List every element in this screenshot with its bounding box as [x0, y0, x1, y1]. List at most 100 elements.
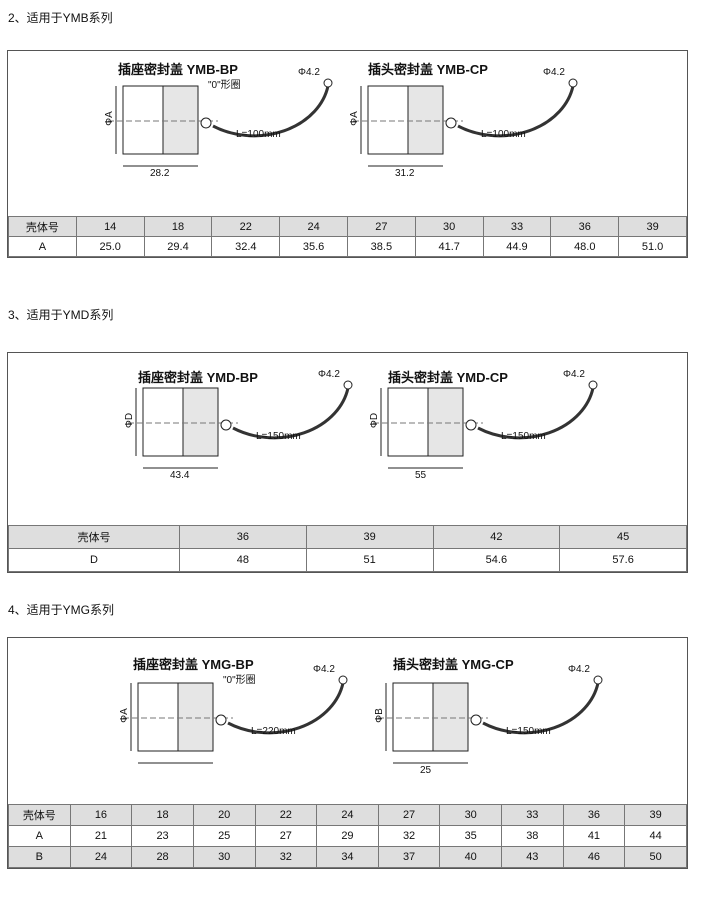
table-cell: 16: [69, 804, 133, 826]
section-ymb: 插座密封盖 YMB-BP "0"形圈 ΦA 28.2 L=100mm Φ4.2 插头密封盖 …: [7, 50, 688, 258]
diameter-label: ΦD: [369, 412, 381, 429]
table-cell: 41: [562, 825, 626, 847]
table-cell: 33: [482, 216, 552, 237]
table-cell: 35: [439, 825, 502, 847]
table-cell: 42: [432, 525, 561, 549]
row-header: 壳体号: [8, 216, 77, 237]
heading-ymd: 3、适用于YMD系列: [8, 308, 114, 322]
right-cap-title: 插头密封盖 YMB-CP: [368, 62, 488, 77]
length-dimension: 55: [415, 470, 427, 481]
hole-diameter: Φ4.2: [298, 67, 320, 78]
table-cell: 39: [624, 804, 687, 826]
lanyard-length: L=220mm: [251, 726, 296, 737]
diameter-label: ΦA: [118, 708, 130, 723]
length-dimension: 43.4: [170, 470, 190, 481]
row-header: A: [8, 236, 77, 257]
table-cell: 43: [501, 846, 564, 868]
receptacle-cap-drawing: [123, 675, 348, 764]
row-header: A: [8, 825, 71, 847]
lanyard-length: L=150mm: [501, 431, 546, 442]
table-cell: 38.5: [346, 236, 416, 257]
table-cell: 14: [75, 216, 145, 237]
table-cell: 20: [192, 804, 256, 826]
table-cell: 27: [377, 804, 441, 826]
o-ring-label: "0"形圈: [223, 675, 256, 686]
table-cell: 34: [316, 846, 379, 868]
lanyard-length: L=150mm: [506, 726, 551, 737]
plug-cap-drawing: [378, 675, 603, 764]
table-cell: 30: [414, 216, 484, 237]
section-ymg: 插座密封盖 YMG-BP "0"形圈 ΦA L=220mm Φ4.2 插头密封盖 YMG-…: [7, 637, 688, 869]
table-cell: 54.6: [432, 548, 561, 572]
table-cell: 35.6: [279, 236, 348, 257]
table-cell: 22: [211, 216, 281, 237]
length-dimension: 31.2: [395, 168, 415, 179]
hole-diameter: Φ4.2: [563, 369, 585, 380]
plug-cap-drawing: [353, 78, 578, 167]
length-dimension: 28.2: [150, 168, 170, 179]
table-cell: 45: [559, 525, 687, 549]
drawing-area: [123, 675, 603, 764]
left-cap-title: 插座密封盖 YMB-BP: [118, 62, 238, 77]
diameter-label: ΦA: [103, 111, 115, 126]
table-cell: 27: [346, 216, 416, 237]
table-cell: 27: [254, 825, 318, 847]
table-cell: 29.4: [143, 236, 213, 257]
lanyard-length: L=100mm: [236, 129, 281, 140]
table-cell: 48.0: [550, 236, 620, 257]
receptacle-cap-drawing: [128, 380, 353, 469]
section-ymd: 插座密封盖 YMD-BP ΦD 43.4 L=150mm Φ4.2 插头密封盖 YMD-C…: [7, 352, 688, 573]
heading-ymg: 4、适用于YMG系列: [8, 603, 115, 617]
right-cap-title: 插头密封盖 YMD-CP: [388, 370, 508, 385]
heading-ymb: 2、适用于YMB系列: [8, 11, 113, 25]
hole-diameter: Φ4.2: [543, 67, 565, 78]
table-cell: 24: [279, 216, 348, 237]
table-cell: 32: [377, 825, 441, 847]
o-ring-label: "0"形圈: [208, 80, 241, 91]
diameter-label: ΦD: [124, 412, 136, 429]
row-header: 壳体号: [8, 804, 71, 826]
table-cell: 25: [192, 825, 256, 847]
table-cell: 36: [562, 804, 626, 826]
table-cell: 50: [624, 846, 687, 868]
drawing-area: [108, 78, 578, 167]
table-cell: 41.7: [414, 236, 484, 257]
table-cell: 32: [254, 846, 318, 868]
row-header: 壳体号: [8, 525, 180, 549]
table-cell: 32.4: [211, 236, 281, 257]
right-cap-title: 插头密封盖 YMG-CP: [393, 657, 514, 672]
table-cell: 36: [550, 216, 620, 237]
receptacle-cap-drawing: [108, 78, 333, 167]
table-cell: 38: [501, 825, 564, 847]
table-cell: 44: [624, 825, 687, 847]
left-cap-title: 插座密封盖 YMG-BP: [133, 657, 254, 672]
table-cell: 51: [305, 548, 434, 572]
table-cell: 22: [254, 804, 318, 826]
table-cell: 36: [179, 525, 307, 549]
table-cell: 24: [69, 846, 133, 868]
hole-diameter: Φ4.2: [568, 664, 590, 675]
table-cell: 25.0: [75, 236, 145, 257]
table-cell: 46: [562, 846, 626, 868]
row-header: B: [8, 846, 71, 868]
table-cell: 44.9: [482, 236, 552, 257]
table-cell: 33: [501, 804, 564, 826]
table-cell: 18: [143, 216, 213, 237]
table-cell: 28: [131, 846, 194, 868]
table-cell: 48: [179, 548, 307, 572]
left-cap-title: 插座密封盖 YMD-BP: [138, 370, 258, 385]
table-cell: 30: [439, 804, 502, 826]
hole-diameter: Φ4.2: [313, 664, 335, 675]
table-cell: 30: [192, 846, 256, 868]
plug-cap-drawing: [373, 380, 598, 469]
